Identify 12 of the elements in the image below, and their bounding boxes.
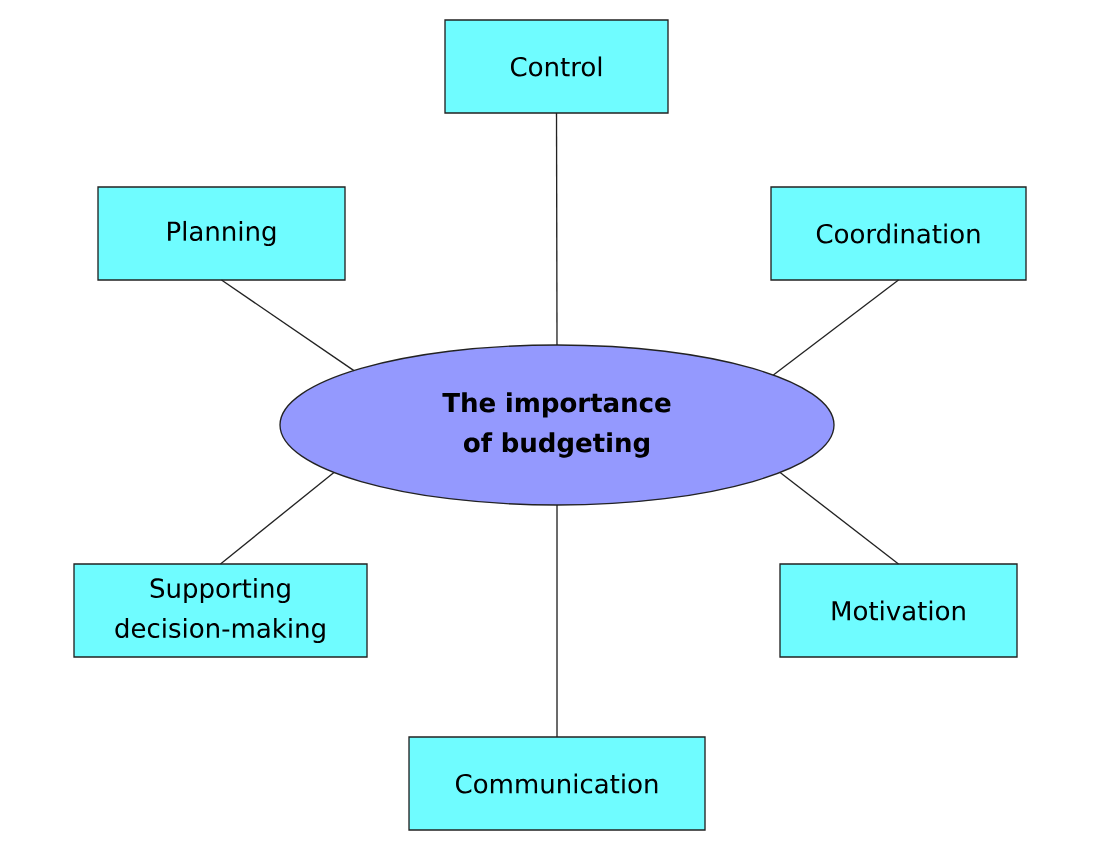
- connector-line: [220, 279, 355, 372]
- topic-box: Planning: [97, 186, 346, 281]
- connector-line: [556, 504, 558, 738]
- topic-box: Control: [444, 19, 669, 114]
- connector-line: [219, 471, 335, 565]
- connector-line: [772, 279, 900, 376]
- topic-box: Coordination: [770, 186, 1027, 281]
- topic-box: Motivation: [779, 563, 1018, 658]
- topic-box: Communication: [408, 736, 706, 831]
- topic-box: Supporting decision-making: [73, 563, 368, 658]
- connector-line: [779, 471, 900, 565]
- connector-line: [555, 112, 558, 346]
